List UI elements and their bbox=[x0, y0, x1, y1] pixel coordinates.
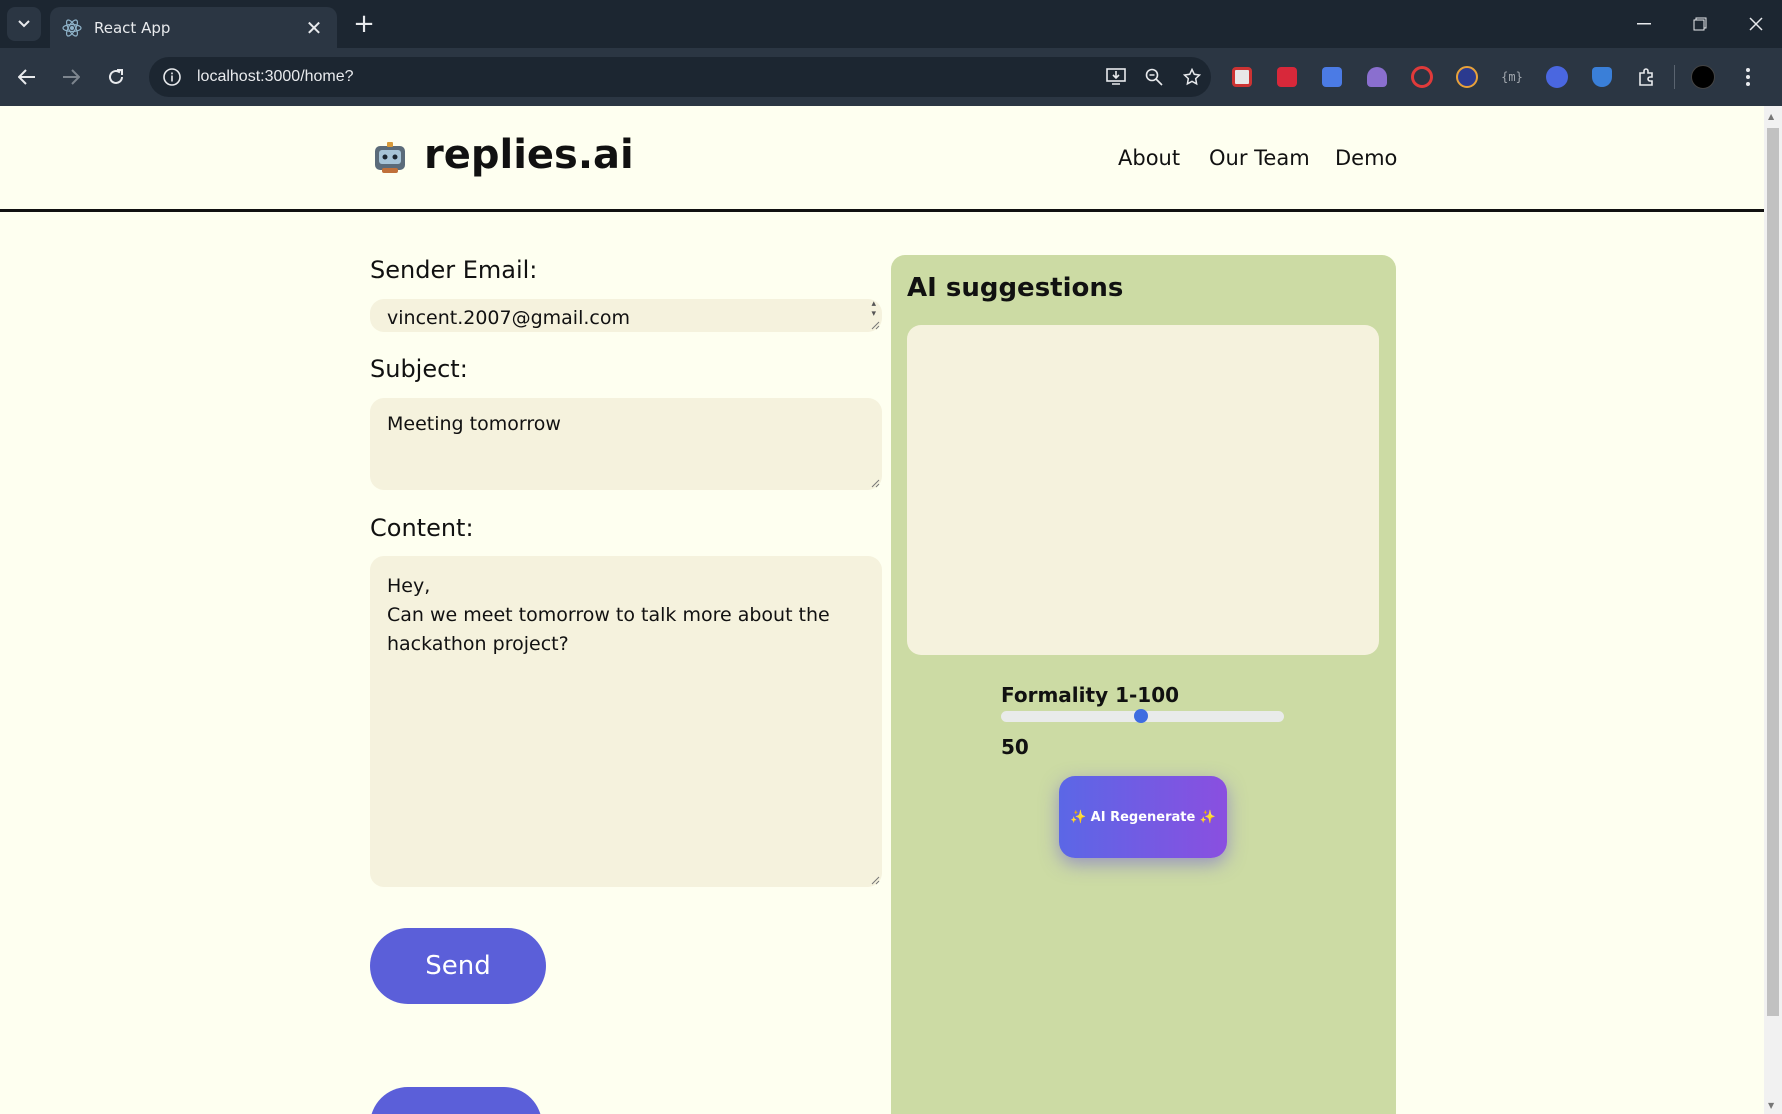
record-extension-icon[interactable] bbox=[1408, 63, 1436, 91]
code-extension-icon[interactable]: {m} bbox=[1501, 70, 1523, 84]
bookmark-star-icon[interactable] bbox=[1173, 61, 1211, 93]
close-window-icon[interactable] bbox=[1734, 8, 1778, 40]
ai-suggestion-output[interactable] bbox=[907, 325, 1379, 655]
reload-icon[interactable] bbox=[100, 61, 132, 93]
resize-handle-icon[interactable] bbox=[870, 320, 880, 330]
send-button[interactable]: Send bbox=[370, 928, 546, 1004]
formality-label: Formality 1-100 bbox=[1001, 683, 1180, 707]
scroll-down-arrow-icon[interactable]: ▼ bbox=[1768, 1101, 1775, 1110]
content-line: Can we meet tomorrow to talk more about … bbox=[387, 604, 830, 626]
secondary-button[interactable] bbox=[370, 1087, 542, 1114]
brand-logo-icon bbox=[372, 140, 408, 176]
back-arrow-icon[interactable] bbox=[11, 61, 43, 93]
compass-extension-icon[interactable] bbox=[1453, 63, 1481, 91]
brand-name[interactable]: replies.ai bbox=[424, 132, 634, 178]
formality-slider[interactable] bbox=[1001, 709, 1284, 723]
resize-handle-icon[interactable] bbox=[870, 875, 880, 885]
tab-title: React App bbox=[94, 18, 171, 37]
minimize-icon[interactable] bbox=[1622, 8, 1666, 40]
nav-link-about[interactable]: About bbox=[1118, 146, 1181, 170]
ai-regenerate-button[interactable]: ✨ AI Regenerate ✨ bbox=[1059, 776, 1227, 858]
tab-search-button[interactable] bbox=[7, 7, 41, 41]
subject-value: Meeting tomorrow bbox=[387, 413, 561, 435]
nav-link-our-team[interactable]: Our Team bbox=[1209, 146, 1310, 170]
address-bar[interactable]: localhost:3000/home? bbox=[149, 57, 1211, 97]
new-tab-plus-icon[interactable]: + bbox=[353, 9, 375, 39]
browser-tab-active[interactable]: React App ✕ bbox=[50, 7, 337, 48]
resize-handle-icon[interactable] bbox=[870, 478, 880, 488]
chevron-down-icon bbox=[18, 20, 30, 28]
pdf-extension-icon[interactable] bbox=[1228, 63, 1256, 91]
scroll-up-arrow-icon[interactable]: ▲ bbox=[1768, 112, 1775, 121]
sender-email-input[interactable]: vincent.2007@gmail.com ▴▾ bbox=[370, 299, 882, 332]
content-label: Content: bbox=[370, 514, 474, 542]
formality-value: 50 bbox=[1001, 735, 1029, 759]
spinner-arrows-icon[interactable]: ▴▾ bbox=[871, 299, 876, 319]
page-scrollbar[interactable]: ▲ ▼ bbox=[1764, 106, 1782, 1114]
puzzle-extensions-icon[interactable] bbox=[1633, 63, 1661, 91]
ai-suggestions-panel: AI suggestions Formality 1-100 50 ✨ AI R… bbox=[891, 255, 1396, 1114]
url-text[interactable]: localhost:3000/home? bbox=[197, 68, 354, 85]
forward-arrow-icon[interactable] bbox=[55, 61, 87, 93]
site-header: replies.ai About Our Team Demo bbox=[0, 106, 1764, 212]
formality-slider-thumb[interactable] bbox=[1134, 709, 1149, 723]
zoom-icon[interactable] bbox=[1135, 61, 1173, 93]
translate-extension-icon[interactable] bbox=[1318, 63, 1346, 91]
react-logo-icon bbox=[62, 18, 82, 38]
scrollbar-thumb[interactable] bbox=[1767, 128, 1779, 1016]
content-line: Hey, bbox=[387, 575, 431, 597]
sender-email-label: Sender Email: bbox=[370, 256, 538, 284]
character-extension-icon[interactable] bbox=[1363, 63, 1391, 91]
install-app-icon[interactable] bbox=[1097, 61, 1135, 93]
shield-extension-icon[interactable] bbox=[1588, 63, 1616, 91]
infinity-extension-icon[interactable] bbox=[1543, 63, 1571, 91]
kebab-menu-icon[interactable] bbox=[1734, 63, 1762, 91]
extensions-row: {m} bbox=[1228, 63, 1779, 91]
page-content: replies.ai About Our Team Demo Sender Em… bbox=[0, 106, 1764, 1114]
ai-suggestions-title: AI suggestions bbox=[907, 273, 1124, 303]
content-line: hackathon project? bbox=[387, 633, 569, 655]
video-extension-icon[interactable] bbox=[1273, 63, 1301, 91]
sender-email-value: vincent.2007@gmail.com bbox=[387, 307, 630, 329]
browser-toolbar: localhost:3000/home? {m} bbox=[0, 48, 1782, 106]
tab-close-icon[interactable]: ✕ bbox=[305, 15, 323, 40]
profile-avatar[interactable] bbox=[1689, 63, 1717, 91]
content-textarea[interactable]: Hey, Can we meet tomorrow to talk more a… bbox=[370, 556, 882, 887]
subject-input[interactable]: Meeting tomorrow bbox=[370, 398, 882, 490]
nav-link-demo[interactable]: Demo bbox=[1335, 146, 1398, 170]
toolbar-separator bbox=[1674, 65, 1675, 89]
restore-icon[interactable] bbox=[1678, 8, 1722, 40]
subject-label: Subject: bbox=[370, 355, 468, 383]
browser-tab-bar: React App ✕ + bbox=[0, 0, 1782, 48]
site-info-icon[interactable] bbox=[161, 66, 183, 88]
